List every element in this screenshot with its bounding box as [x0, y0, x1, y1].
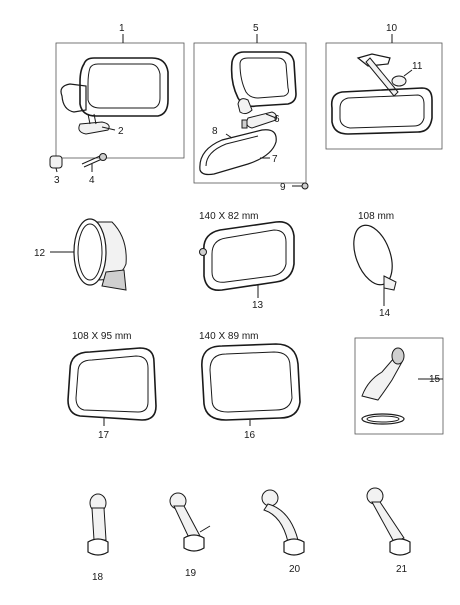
- mounting-plate-2: [78, 113, 116, 135]
- group-box-15: [354, 337, 444, 435]
- callout-18: 18: [92, 572, 104, 583]
- stem-19: [169, 492, 211, 552]
- callout-13: 13: [252, 300, 264, 311]
- base-7: [199, 129, 277, 176]
- callout-6: 6: [274, 114, 280, 125]
- arm-6: [241, 111, 277, 129]
- callout-7: 7: [272, 154, 278, 165]
- interior-mirror-10: [330, 53, 433, 135]
- nut-3: [49, 155, 63, 173]
- dimension-label-17: 108 X 95 mm: [72, 331, 131, 342]
- callout-15: 15: [429, 374, 441, 385]
- group-box-10: [325, 34, 443, 150]
- callout-4: 4: [89, 175, 95, 186]
- gasket-8: [225, 133, 233, 139]
- screw-4: [81, 153, 107, 172]
- mirror-17: [67, 347, 157, 426]
- group-box-1: [55, 34, 185, 159]
- callout-12: 12: [34, 248, 46, 259]
- group-box-5: [193, 34, 307, 184]
- callout-11: 11: [412, 61, 423, 72]
- mirror-12: [50, 218, 127, 291]
- dimension-label-13: 140 X 82 mm: [199, 211, 258, 222]
- screw-9: [292, 182, 309, 190]
- callout-16: 16: [244, 430, 256, 441]
- stem-18: [87, 493, 109, 556]
- stem-21: [366, 487, 411, 556]
- callout-2: 2: [118, 126, 124, 137]
- callout-1: 1: [119, 23, 125, 34]
- door-mirror-1: [60, 57, 169, 117]
- callout-5: 5: [253, 23, 259, 34]
- callout-10: 10: [386, 23, 398, 34]
- callout-17: 17: [98, 430, 110, 441]
- callout-8: 8: [212, 126, 218, 137]
- callout-3: 3: [54, 175, 60, 186]
- mirror-arm-15: [361, 347, 405, 425]
- mirror-14: [353, 224, 397, 306]
- stem-20: [261, 489, 305, 556]
- dimension-label-14: 108 mm: [358, 211, 394, 222]
- callout-14: 14: [379, 308, 391, 319]
- callout-9: 9: [280, 182, 286, 193]
- callout-20: 20: [289, 564, 301, 575]
- door-mirror-5: [230, 51, 297, 115]
- callout-19: 19: [185, 568, 197, 579]
- dimension-label-16: 140 X 89 mm: [199, 331, 258, 342]
- mirror-16: [201, 343, 301, 426]
- mirror-13: [199, 220, 295, 298]
- button-11: [391, 69, 413, 87]
- callout-21: 21: [396, 564, 408, 575]
